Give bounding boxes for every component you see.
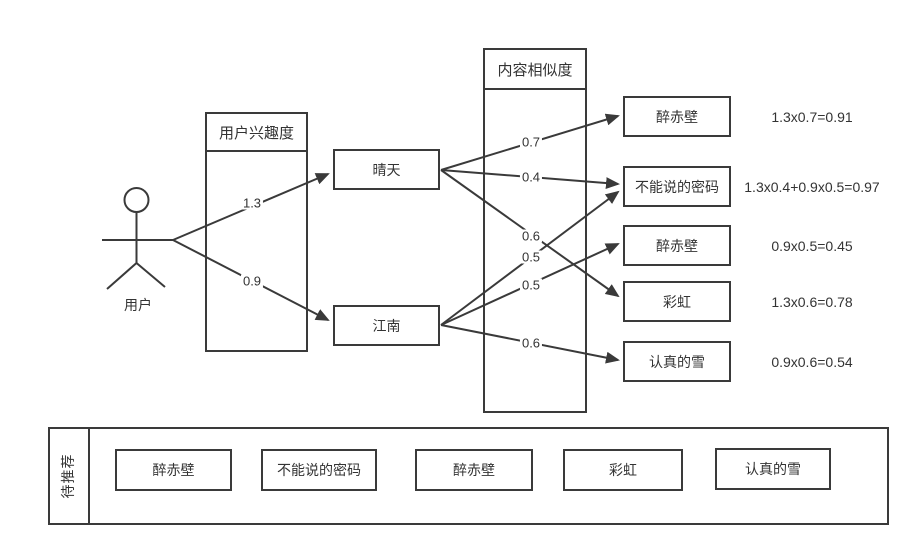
tray-item-zuichibi-2: 醉赤壁 bbox=[415, 449, 533, 491]
score-formula-1: 1.3x0.7=0.91 bbox=[771, 109, 853, 125]
edge-weight-qingtian-mima: 0.4 bbox=[519, 169, 543, 185]
song-node-qingtian: 晴天 bbox=[333, 149, 440, 190]
score-formula-3: 0.9x0.5=0.45 bbox=[771, 238, 853, 254]
candidate-node-zuichibi-2: 醉赤壁 bbox=[623, 225, 731, 266]
tray-item-bunengshuodemima: 不能说的密码 bbox=[261, 449, 377, 491]
edge-weight-jiangnan-renzhendexue: 0.6 bbox=[519, 335, 543, 351]
edge-weight-qingtian-caihong: 0.6 bbox=[519, 228, 543, 244]
recommend-tray-title: 待推荐 bbox=[60, 453, 76, 499]
score-formula-4: 1.3x0.6=0.78 bbox=[771, 294, 853, 310]
candidate-node-zuichibi-1: 醉赤壁 bbox=[623, 96, 731, 137]
recommend-tray-label-column bbox=[50, 429, 90, 523]
user-interest-panel-title: 用户兴趣度 bbox=[207, 114, 306, 152]
edge-weight-user-jiangnan: 0.9 bbox=[240, 273, 264, 289]
tray-item-zuichibi-1: 醉赤壁 bbox=[115, 449, 232, 491]
edge-weight-user-qingtian: 1.3 bbox=[240, 195, 264, 211]
user-stick-figure-icon bbox=[102, 187, 173, 290]
edge-weight-jiangnan-mima: 0.5 bbox=[519, 249, 543, 265]
candidate-node-caihong: 彩虹 bbox=[623, 281, 731, 322]
content-similarity-panel-title: 内容相似度 bbox=[485, 50, 585, 90]
tray-item-renzhendexue: 认真的雪 bbox=[715, 448, 831, 490]
tray-item-caihong: 彩虹 bbox=[563, 449, 683, 491]
song-node-jiangnan: 江南 bbox=[333, 305, 440, 346]
edge-weight-qingtian-zuichibi: 0.7 bbox=[519, 134, 543, 150]
candidate-node-renzhendexue: 认真的雪 bbox=[623, 341, 731, 382]
edge-weight-jiangnan-zuichibi: 0.5 bbox=[519, 277, 543, 293]
score-formula-5: 0.9x0.6=0.54 bbox=[771, 354, 853, 370]
user-interest-panel: 用户兴趣度 bbox=[205, 112, 308, 352]
user-label: 用户 bbox=[124, 297, 152, 313]
candidate-node-bunengshuodemima: 不能说的密码 bbox=[623, 166, 731, 207]
score-formula-2: 1.3x0.4+0.9x0.5=0.97 bbox=[744, 179, 880, 195]
